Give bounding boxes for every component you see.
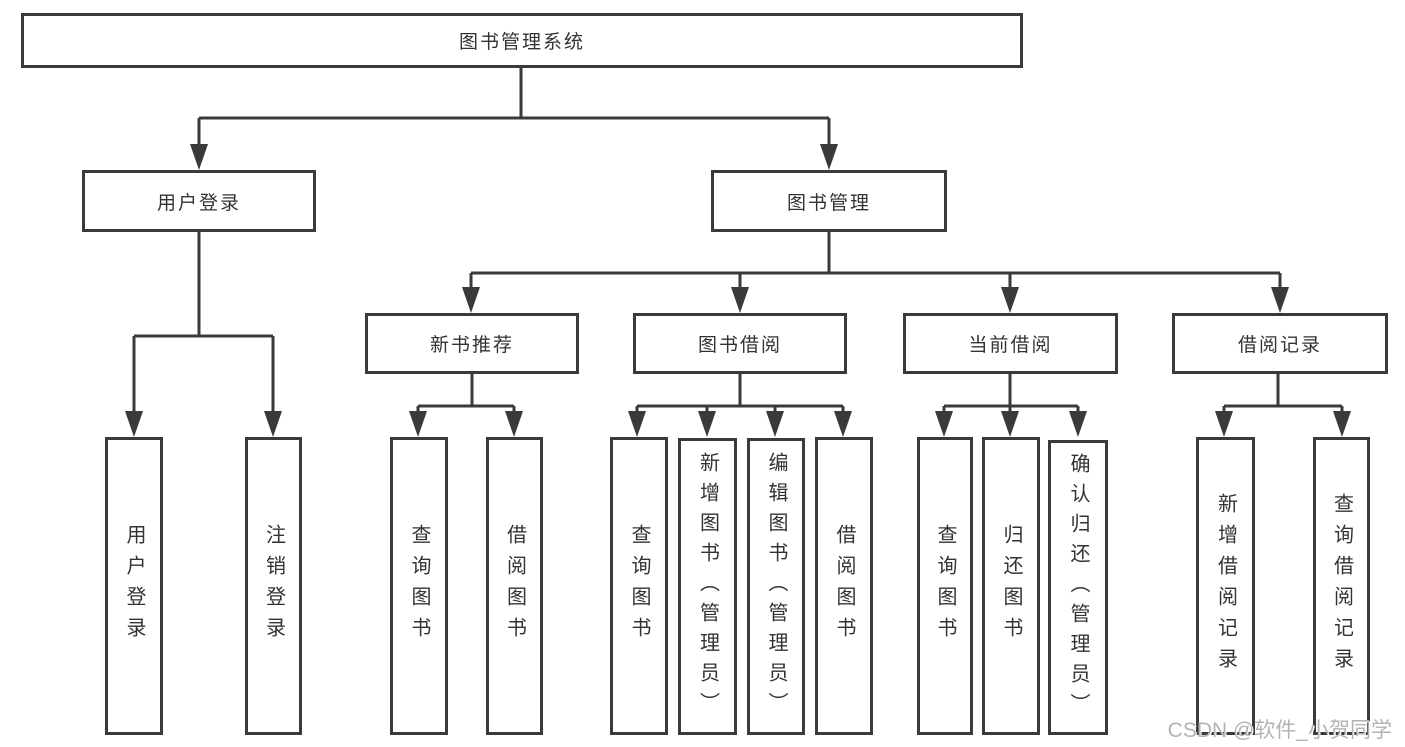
leaf-current-query-books: 查询图书 — [917, 437, 973, 735]
node-book-borrow: 图书借阅 — [633, 313, 847, 374]
node-borrow-records: 借阅记录 — [1172, 313, 1388, 374]
leaf-recommend-borrow-books: 借阅图书 — [486, 437, 543, 735]
leaf-borrow-edit-books-admin: 编辑图书（管理员） — [747, 438, 805, 735]
leaf-current-return-books: 归还图书 — [982, 437, 1040, 735]
leaf-borrow-add-books-admin: 新增图书（管理员） — [678, 438, 737, 735]
node-new-book-recommend: 新书推荐 — [365, 313, 579, 374]
leaf-logout: 注销登录 — [245, 437, 302, 735]
leaf-recommend-query-books: 查询图书 — [390, 437, 448, 735]
node-book-management: 图书管理 — [711, 170, 947, 232]
leaf-user-login: 用户登录 — [105, 437, 163, 735]
leaf-current-confirm-return-admin: 确认归还（管理员） — [1048, 440, 1108, 735]
leaf-borrow-borrow-books: 借阅图书 — [815, 437, 873, 735]
node-system-root: 图书管理系统 — [21, 13, 1023, 68]
node-current-borrow: 当前借阅 — [903, 313, 1118, 374]
node-user-login: 用户登录 — [82, 170, 316, 232]
leaf-borrow-query-books: 查询图书 — [610, 437, 668, 735]
leaf-records-query-record: 查询借阅记录 — [1313, 437, 1370, 735]
leaf-records-add-record: 新增借阅记录 — [1196, 437, 1255, 735]
watermark: CSDN @软件_小贺同学 — [1167, 719, 1392, 742]
